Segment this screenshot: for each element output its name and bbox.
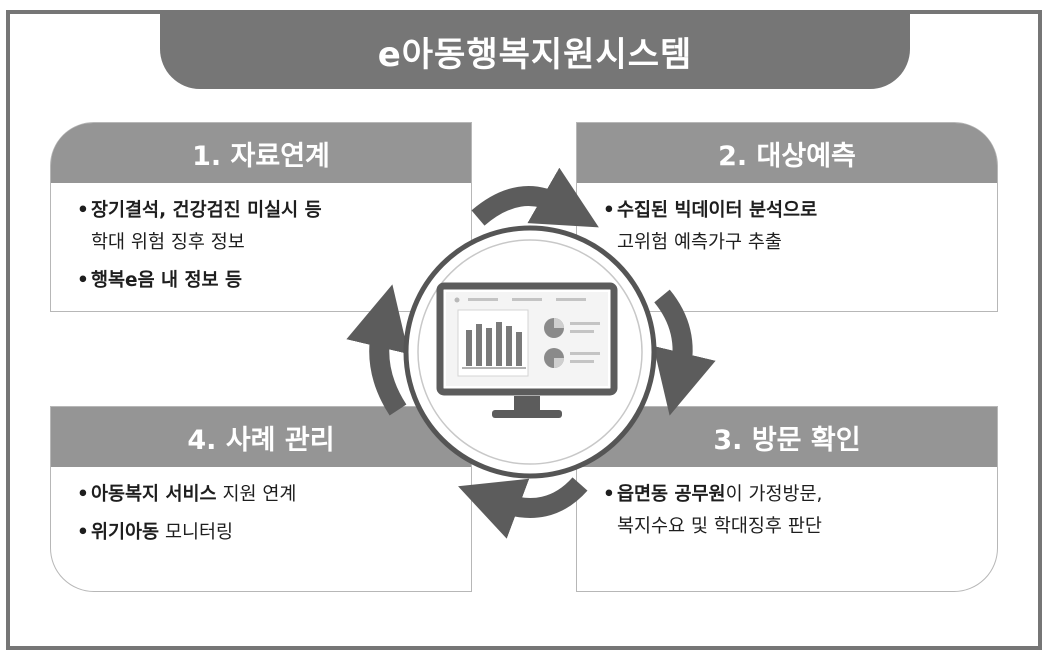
step-body: •아동복지 서비스 지원 연계 •위기아동 모니터링	[51, 467, 471, 549]
system-title: e아동행복지원시스템	[160, 14, 910, 89]
step-line: •위기아동 모니터링	[77, 517, 471, 549]
arrow-left-icon	[346, 284, 409, 416]
diagram: e아동행복지원시스템 1. 자료연계 •장기결석, 건강검진 미실시 등 학대 …	[6, 10, 1042, 650]
bullet: •	[77, 522, 89, 543]
step-line: •읍면동 공무원이 가정방문,	[603, 479, 997, 511]
step-line: 복지수요 및 학대징후 판단	[603, 511, 997, 543]
step-card-2: 2. 대상예측 •수집된 빅데이터 분석으로 고위험 예측가구 추출	[576, 122, 998, 312]
step-card-1: 1. 자료연계 •장기결석, 건강검진 미실시 등 학대 위험 징후 정보 •행…	[50, 122, 472, 312]
line-text: 학대 위험 징후 정보	[91, 232, 245, 253]
bullet: •	[77, 484, 89, 505]
line-text: 이 가정방문,	[725, 484, 823, 505]
step-line: 학대 위험 징후 정보	[77, 227, 471, 259]
bullet: •	[77, 270, 89, 291]
cycle-graphic	[346, 167, 716, 539]
bullet: •	[603, 484, 615, 505]
line-text: 고위험 예측가구 추출	[617, 232, 782, 253]
line-bold: 읍면동 공무원	[617, 484, 726, 505]
step-body: •수집된 빅데이터 분석으로 고위험 예측가구 추출	[577, 183, 997, 259]
line-bold: 위기아동	[91, 522, 160, 543]
step-card-3: 3. 방문 확인 •읍면동 공무원이 가정방문, 복지수요 및 학대징후 판단	[576, 406, 998, 592]
bullet: •	[77, 200, 89, 221]
line-text: 모니터링	[159, 522, 234, 543]
arrow-top-icon	[471, 167, 599, 228]
monitor-with-charts-icon	[436, 282, 618, 418]
step-heading: 2. 대상예측	[577, 123, 997, 183]
line-bold: 아동복지 서비스	[91, 484, 217, 505]
line-bold: 장기결석, 건강검진 미실시 등	[91, 200, 322, 221]
line-text: 지원 연계	[216, 484, 297, 505]
step-body: •읍면동 공무원이 가정방문, 복지수요 및 학대징후 판단	[577, 467, 997, 543]
line-text: 복지수요 및 학대징후 판단	[617, 516, 822, 537]
step-heading: 3. 방문 확인	[577, 407, 997, 467]
arrow-right-icon	[653, 289, 716, 416]
line-bold: 행복e음 내 정보 등	[91, 270, 243, 291]
line-bold: 수집된 빅데이터 분석으로	[617, 200, 818, 221]
circular-arrow-icon	[346, 167, 716, 539]
step-line: •아동복지 서비스 지원 연계	[77, 479, 471, 511]
step-body: •장기결석, 건강검진 미실시 등 학대 위험 징후 정보 •행복e음 내 정보…	[51, 183, 471, 297]
bullet: •	[603, 200, 615, 221]
step-line: 고위험 예측가구 추출	[603, 227, 997, 259]
arrow-bottom-icon	[458, 477, 588, 539]
step-heading: 4. 사례 관리	[51, 407, 471, 467]
step-line: •행복e음 내 정보 등	[77, 265, 471, 297]
step-heading: 1. 자료연계	[51, 123, 471, 183]
step-line: •수집된 빅데이터 분석으로	[603, 195, 997, 227]
step-line: •장기결석, 건강검진 미실시 등	[77, 195, 471, 227]
step-card-4: 4. 사례 관리 •아동복지 서비스 지원 연계 •위기아동 모니터링	[50, 406, 472, 592]
